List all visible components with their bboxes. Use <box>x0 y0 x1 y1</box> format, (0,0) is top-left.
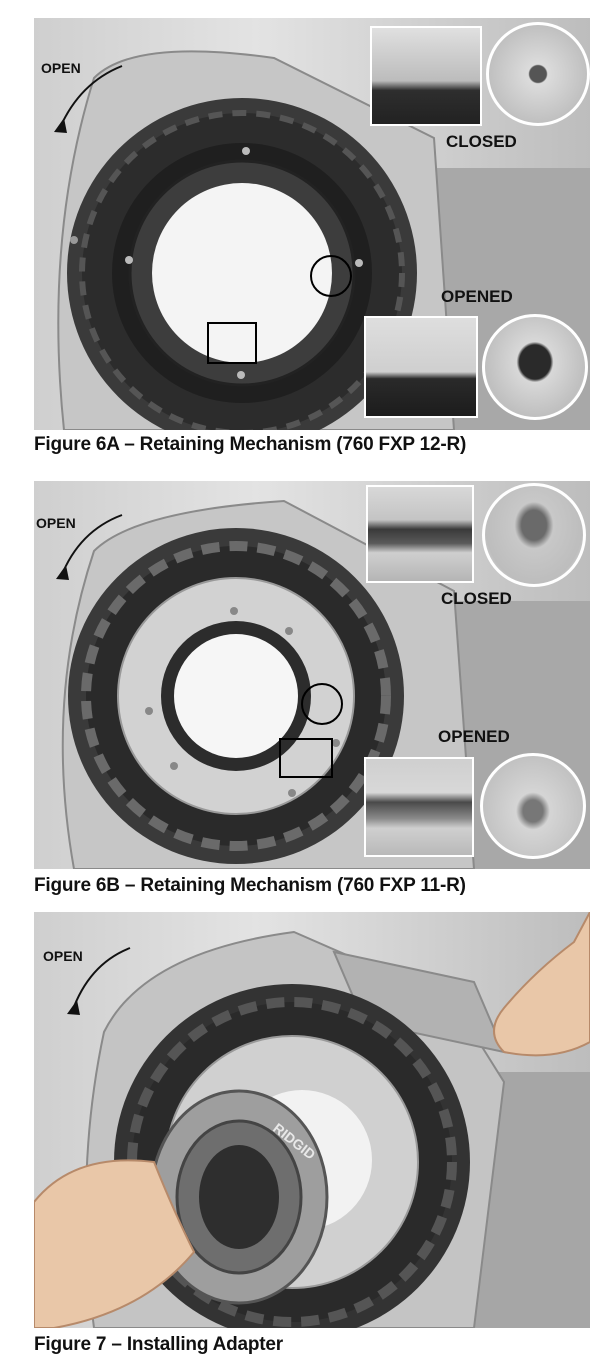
retainer-callout-circle <box>310 255 352 297</box>
opened-zoom-circle <box>480 753 586 859</box>
retainer-callout-box <box>279 738 333 778</box>
figure-7-illustration: RIDGID <box>34 912 590 1328</box>
retainer-callout-circle <box>301 683 343 725</box>
closed-label: CLOSED <box>446 132 517 151</box>
opened-label: OPENED <box>441 287 513 306</box>
opened-zoom-circle <box>482 314 588 420</box>
opened-label: OPENED <box>438 727 510 746</box>
open-label: OPEN <box>41 60 81 76</box>
right-hand <box>493 912 590 1057</box>
figure-6b-photo: OPEN CLOSED OPENED <box>34 481 590 869</box>
opened-inset-photo <box>364 316 478 418</box>
closed-label: CLOSED <box>441 589 512 608</box>
open-label: OPEN <box>43 948 83 964</box>
figure-7-photo: RIDGID OPEN <box>34 912 590 1328</box>
figure-6a-photo: OPEN CLOSED OPENED <box>34 18 590 430</box>
left-hand <box>34 1159 196 1328</box>
retainer-callout-box <box>207 322 257 364</box>
closed-zoom-circle <box>486 22 590 126</box>
open-label: OPEN <box>36 515 76 531</box>
opened-inset-photo <box>364 757 474 857</box>
figure-6b-caption: Figure 6B – Retaining Mechanism (760 FXP… <box>34 875 466 896</box>
figure-6a-caption: Figure 6A – Retaining Mechanism (760 FXP… <box>34 434 467 455</box>
figure-7-caption: Figure 7 – Installing Adapter <box>34 1334 283 1355</box>
closed-inset-photo <box>366 485 474 583</box>
figure-6a-illustration <box>54 50 590 430</box>
closed-zoom-circle <box>482 483 586 587</box>
closed-inset-photo <box>370 26 482 126</box>
